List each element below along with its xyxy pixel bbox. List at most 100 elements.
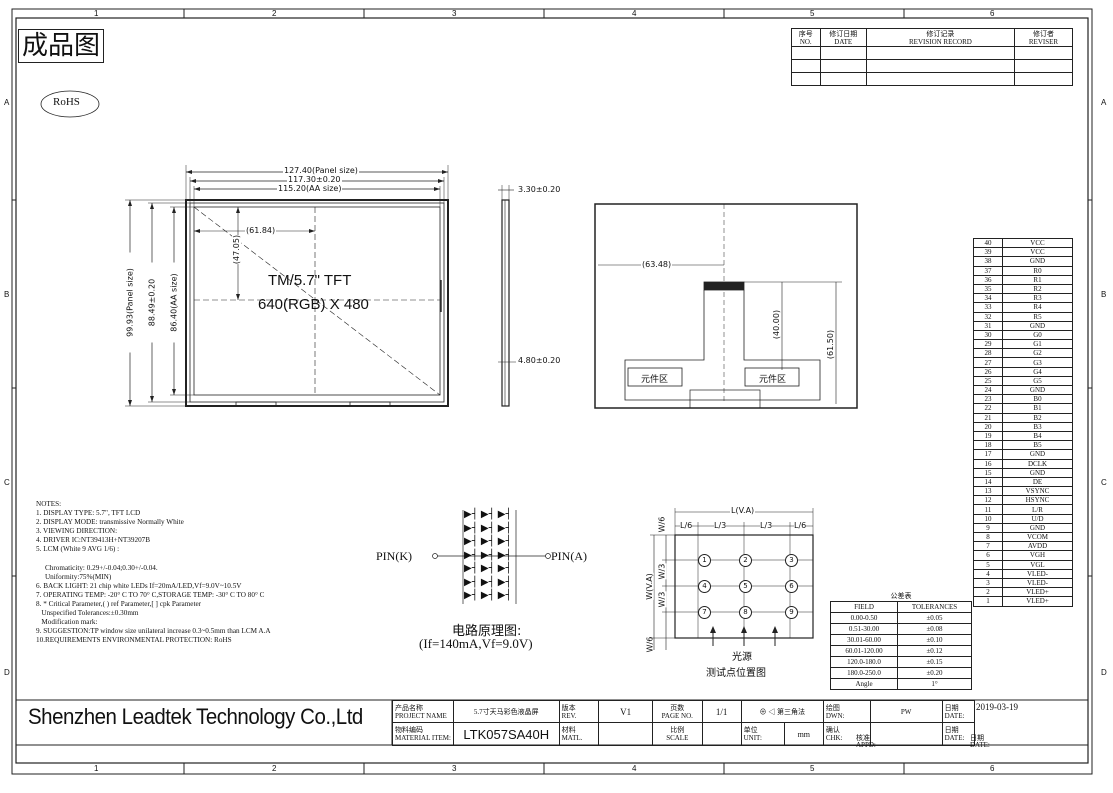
- pin-signal: AVDD: [1002, 541, 1073, 552]
- dim-back-y1: (40.00): [772, 309, 782, 340]
- zone-4-bottom: 4: [632, 764, 637, 773]
- row-a-left: A: [4, 98, 10, 107]
- notes-block: NOTES: 1. DISPLAY TYPE: 5.7", TFT LCD 2.…: [36, 500, 271, 646]
- dim-panel-height: 99.93(Panel size): [125, 252, 135, 353]
- tp-height-label: W(V.A): [644, 573, 654, 600]
- pin-number: 31: [973, 320, 1003, 331]
- note-line: NOTES:: [36, 500, 62, 508]
- dim-back-x: (63.48): [641, 260, 673, 269]
- row-d-right: D: [1101, 668, 1107, 677]
- tolerance-row: 180.0-250.0±0.20: [830, 667, 972, 679]
- pin-number: 37: [973, 265, 1003, 276]
- pin-number: 10: [973, 513, 1003, 524]
- note-line: Modification mark:: [36, 618, 98, 627]
- tb-date-label: 日期 DATE:: [941, 700, 976, 723]
- tp-l3-left: L/3: [714, 521, 727, 530]
- pin-signal: B0: [1002, 394, 1073, 405]
- tol-value: ±0.10: [897, 634, 972, 646]
- pin-signal: L/R: [1002, 504, 1073, 515]
- tb-project-value: 5.7寸天马彩色液晶屏: [452, 700, 560, 723]
- pin-signal: GND: [1002, 256, 1073, 267]
- tb-material-label: 物料编码 MATERIAL ITEM:: [392, 722, 454, 746]
- rohs-oval: [40, 90, 100, 118]
- pin-number: 2: [973, 587, 1003, 598]
- tp-l3-right: L/3: [760, 521, 773, 530]
- zone-1-top: 1: [94, 9, 99, 18]
- test-point: 6: [785, 580, 798, 593]
- zone-4-top: 4: [632, 9, 637, 18]
- pin-number: 30: [973, 329, 1003, 341]
- pin-number: 14: [973, 476, 1003, 488]
- pin-signal: U/D: [1002, 513, 1073, 524]
- pin-number: 26: [973, 366, 1003, 377]
- component-area-left: 元件区: [641, 375, 669, 385]
- tol-field: 0.00-0.50: [830, 612, 898, 624]
- pin-signal: B5: [1002, 440, 1073, 451]
- led-row: ▶┤ ▶┤ ▶┤: [464, 563, 512, 574]
- test-point: 3: [785, 554, 798, 567]
- pin-number: 27: [973, 357, 1003, 368]
- dim-aa-height: 86.40(AA size): [169, 262, 179, 343]
- tb-appd-label: 核准 APPD:: [856, 734, 876, 749]
- tol-value: ±0.12: [897, 645, 972, 657]
- tp-caption: 测试点位置图: [706, 668, 766, 679]
- tb-page-label: 页数 PAGE NO.: [651, 700, 703, 723]
- tol-value: ±0.15: [897, 656, 972, 668]
- tb-rev-value: V1: [598, 700, 653, 723]
- pin-signal: VCC: [1002, 247, 1073, 258]
- circuit-params: (If=140mA,Vf=9.0V): [419, 636, 533, 651]
- pin-number: 11: [973, 504, 1003, 515]
- pin-number: 6: [973, 550, 1003, 561]
- pin-signal: GND: [1002, 467, 1073, 478]
- pin-number: 20: [973, 421, 1003, 432]
- tol-field-header: FIELD: [830, 601, 898, 613]
- row-c-left: C: [4, 478, 10, 487]
- tb-matl-label: 材料 MATL.: [558, 722, 600, 746]
- tolerance-row: 0.51-30.00±0.08: [830, 623, 972, 635]
- pin-number: 16: [973, 458, 1003, 469]
- pin-number: 28: [973, 348, 1003, 359]
- model-line-1: TM/5.7" TFT: [268, 272, 352, 289]
- row-a-right: A: [1101, 98, 1107, 107]
- dim-outline-width: 117.30±0.20: [287, 175, 342, 184]
- tb-date-label-3: 日期 DATE:: [970, 734, 990, 749]
- tb-dwn-value: PW: [869, 700, 943, 723]
- revision-table: 序号 NO. 修订日期 DATE 修订记录 REVISION RECORD 修订…: [791, 28, 1074, 86]
- note-line: 3. VIEWING DIRECTION:: [36, 527, 118, 536]
- pin-signal: G4: [1002, 366, 1073, 377]
- projection-icon: ⊕ ◁: [759, 707, 776, 716]
- tp-w3-top: W/3: [657, 563, 667, 580]
- pin-number: 12: [973, 495, 1003, 506]
- tol-field: 60.01-120.00: [830, 645, 898, 657]
- dim-center-y: (47.05): [232, 234, 242, 265]
- tol-field: 0.51-30.00: [830, 623, 898, 635]
- test-point: 4: [698, 580, 711, 593]
- pin-number: 22: [973, 403, 1003, 414]
- model-line-2: 640(RGB) X 480: [258, 296, 369, 313]
- tb-angle-label: 第三角法: [776, 707, 805, 716]
- pin-signal: B1: [1002, 403, 1073, 414]
- pin-signal: GND: [1002, 320, 1073, 331]
- tol-value: 1°: [897, 678, 972, 690]
- note-line: 6. BACK LIGHT: 21 chip white LEDs If=20m…: [36, 581, 242, 590]
- tp-w6-top: W/6: [657, 516, 667, 533]
- pin-signal: B2: [1002, 412, 1073, 423]
